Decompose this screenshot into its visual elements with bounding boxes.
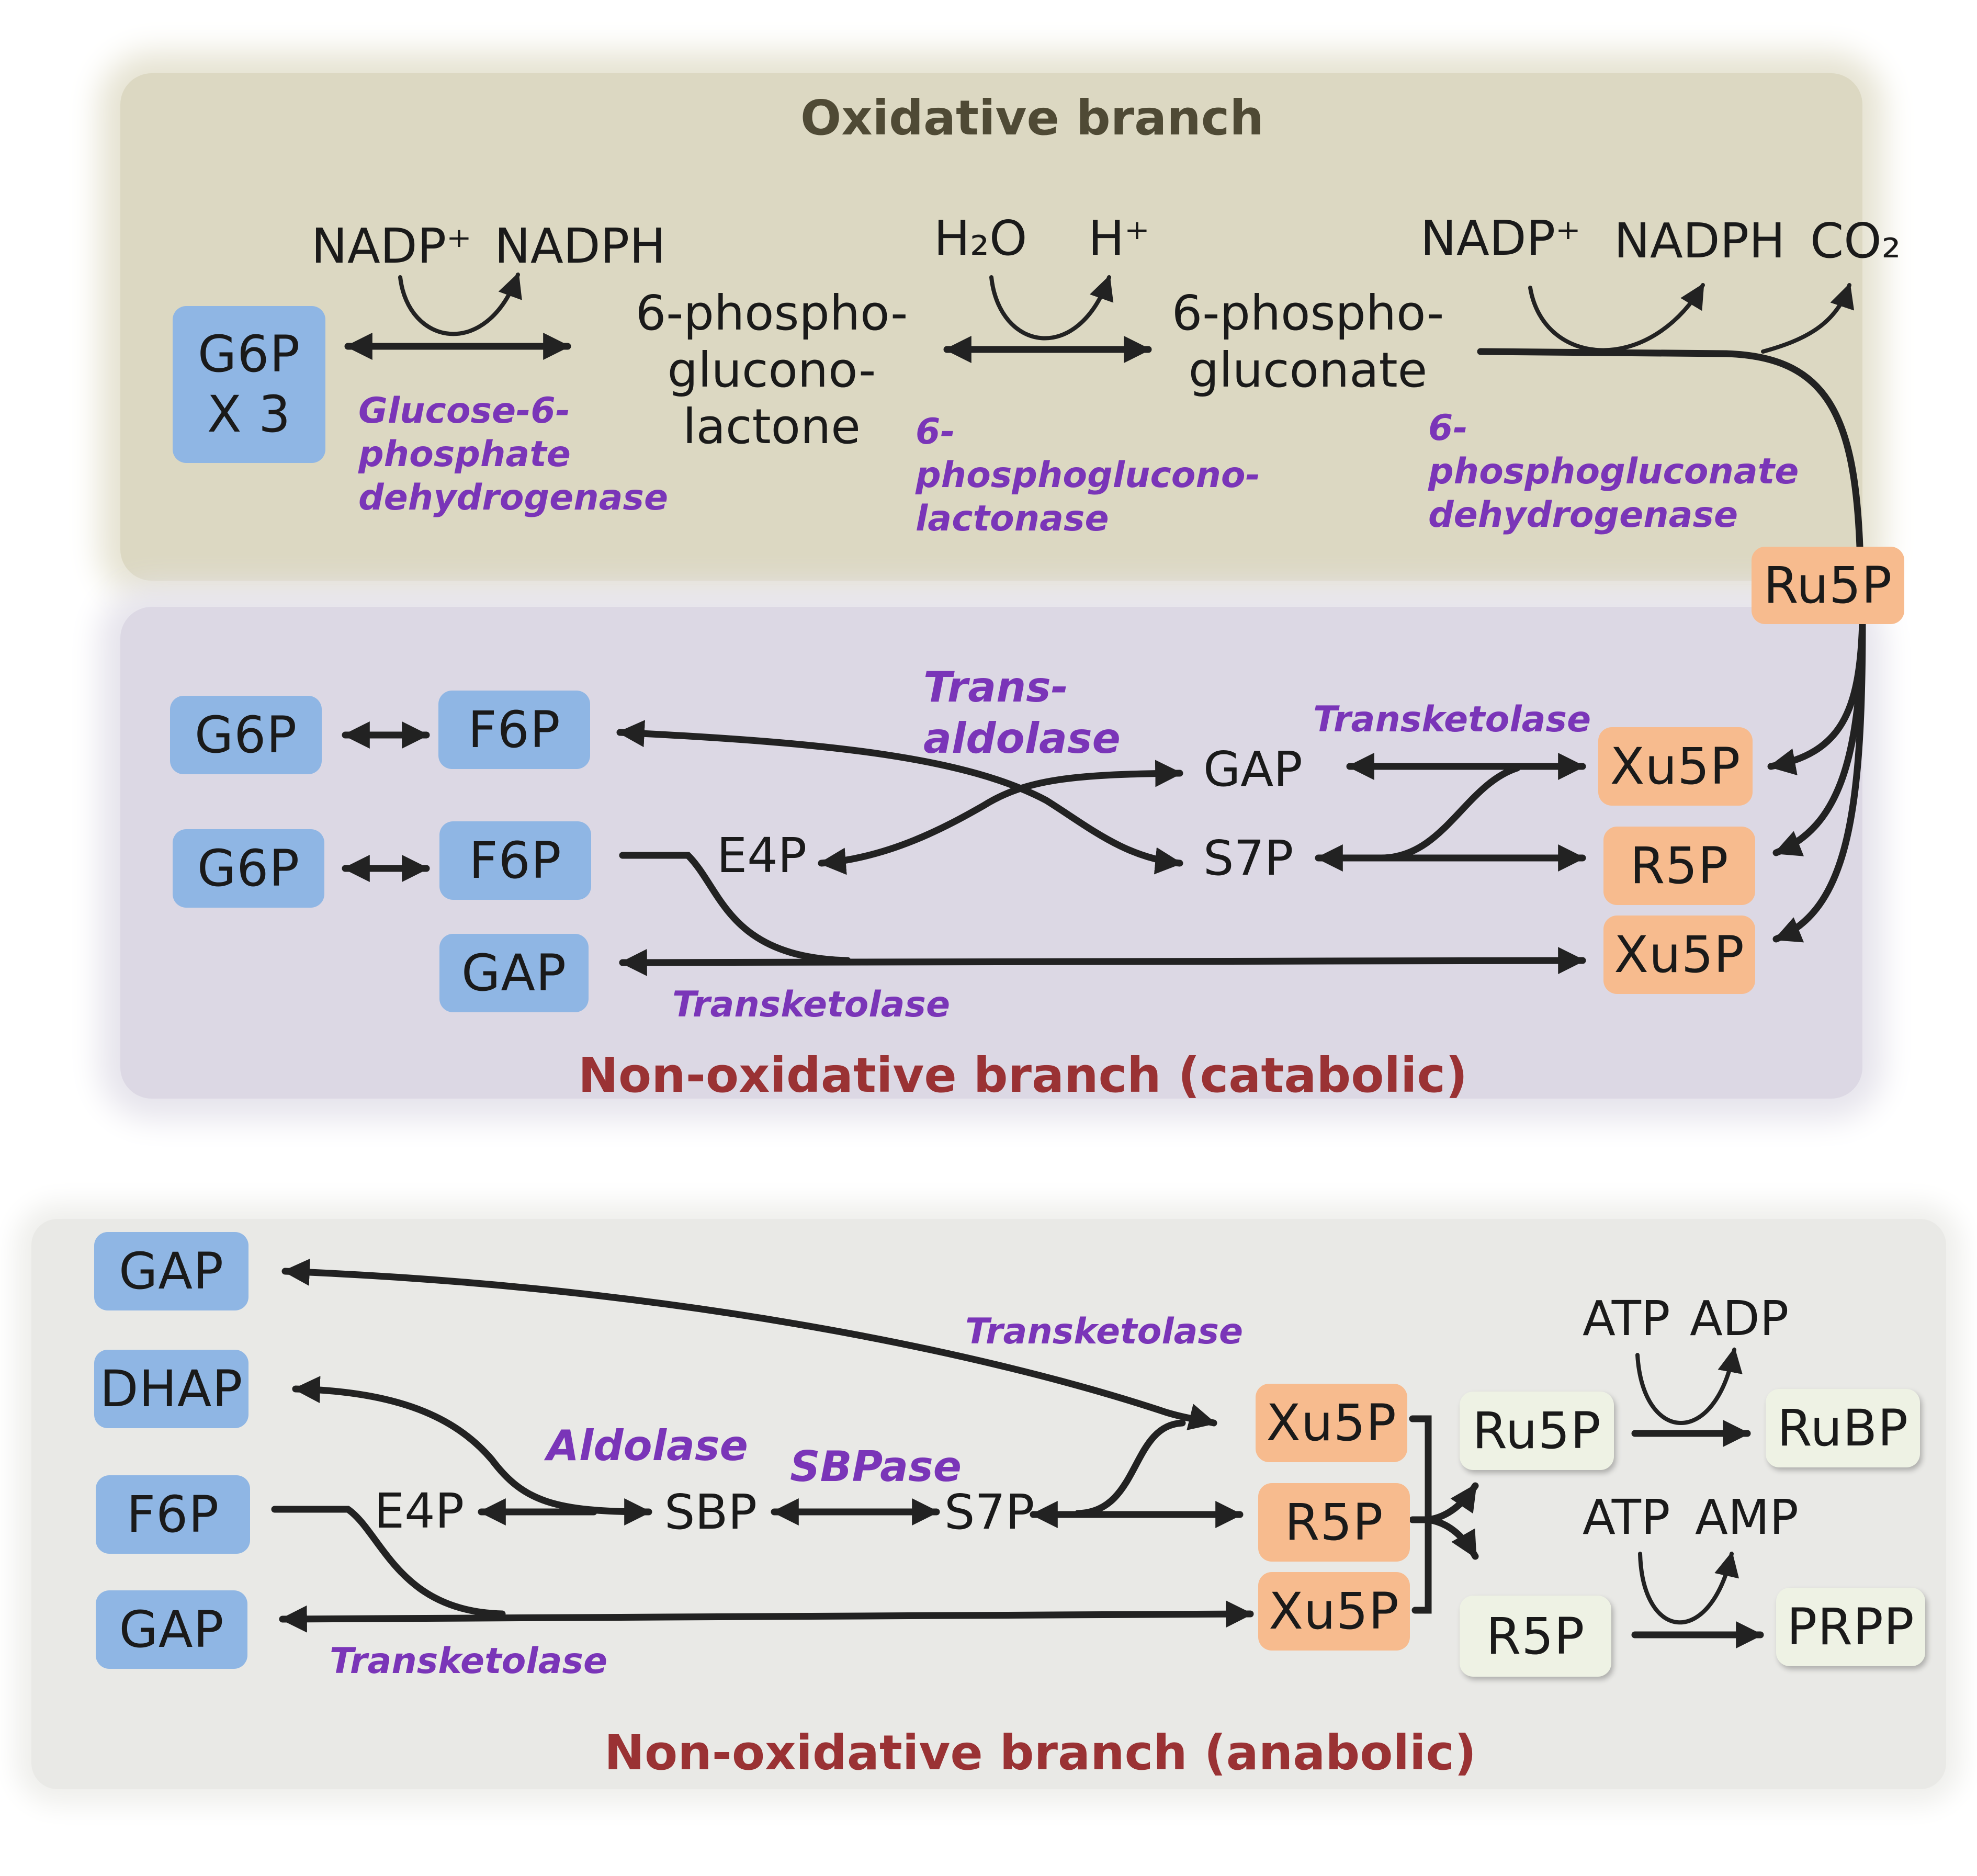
enzyme-sbpase: SBPase	[790, 1442, 962, 1491]
enzyme-aldolase: Aldolase	[547, 1421, 748, 1470]
nadph-1: NADPH	[494, 218, 666, 274]
enzyme-transketolase-catabolic-bottom: Transketolase	[672, 984, 951, 1025]
r5p-box-anabolic: R5P	[1258, 1483, 1410, 1562]
enzyme-transketolase-anabolic-top: Transketolase	[965, 1311, 1244, 1352]
arrow-co2	[1761, 282, 1855, 354]
enzyme-transaldolase: Trans- aldolase	[923, 663, 1121, 763]
anabolic-title: Non-oxidative branch (anabolic)	[604, 1725, 1477, 1781]
arrow-gap-xu5p-anabolic	[279, 1600, 1254, 1633]
nadph-2: NADPH	[1614, 213, 1786, 269]
oxidative-title: Oxidative branch	[800, 90, 1264, 146]
gap-box-anabolic-b: GAP	[96, 1590, 247, 1669]
arrow-h2o	[989, 275, 1114, 341]
xu5p-box-anabolic-a: Xu5P	[1256, 1384, 1407, 1462]
e4p-anabolic: E4P	[374, 1483, 465, 1539]
r5p-box-catabolic: R5P	[1603, 827, 1755, 905]
amp: AMP	[1695, 1489, 1799, 1545]
phosphogluconolactone: 6-phospho- glucono- lactone	[635, 285, 908, 455]
f6p-box-a: F6P	[438, 691, 590, 769]
arrow-gap-xu5p-bottom	[619, 947, 1586, 976]
gap-catabolic: GAP	[1203, 741, 1303, 797]
f6p-box-anabolic: F6P	[96, 1475, 250, 1554]
r5p-box-output: R5P	[1460, 1596, 1611, 1677]
arrow-nadp2	[1528, 282, 1705, 353]
oxidative-panel	[120, 73, 1862, 581]
ru5p-box-anabolic: Ru5P	[1460, 1392, 1614, 1470]
g6p-x3-label: G6P X 3	[197, 324, 301, 444]
s7p-catabolic: S7P	[1203, 830, 1294, 886]
dhap-box: DHAP	[94, 1350, 248, 1428]
co2: CO₂	[1810, 213, 1901, 269]
atp-1: ATP	[1583, 1291, 1670, 1347]
enzyme-lactonase: 6-phosphoglucono- lactonase	[916, 411, 1260, 539]
arrow-s7p-xu5p-branch	[1074, 1419, 1186, 1517]
gap-box-catabolic: GAP	[439, 934, 589, 1012]
arrow-transketolase-gap	[281, 1258, 1217, 1430]
catabolic-title: Non-oxidative branch (catabolic)	[578, 1047, 1468, 1103]
arrow-dhap-sbp	[292, 1376, 652, 1525]
enzyme-6pgd: 6-phosphogluconate dehydrogenase	[1428, 408, 1799, 536]
xu5p-box-catabolic-b: Xu5P	[1603, 916, 1755, 994]
gap-box-anabolic-a: GAP	[94, 1232, 248, 1310]
g6p-box-b: G6P	[173, 829, 324, 908]
adp: ADP	[1690, 1291, 1789, 1347]
ru5p-box: Ru5P	[1752, 547, 1904, 624]
g6p-x3-box: G6P X 3	[173, 306, 325, 463]
arrow-bracket-up	[1425, 1482, 1479, 1523]
enzyme-transketolase-catabolic-top: Transketolase	[1313, 699, 1591, 740]
xu5p-box-catabolic-a: Xu5P	[1598, 727, 1753, 806]
arrow-transketolase-branch	[1377, 764, 1521, 862]
nadp-plus-1: NADP⁺	[311, 218, 472, 274]
xu5p-box-anabolic-b: Xu5P	[1258, 1572, 1410, 1651]
f6p-box-b: F6P	[439, 821, 591, 900]
rubp-box: RuBP	[1766, 1389, 1920, 1467]
s7p-anabolic: S7P	[944, 1484, 1035, 1540]
h-plus: H⁺	[1088, 210, 1150, 266]
arrow-bracket-down	[1425, 1516, 1479, 1560]
nadp-plus-2: NADP⁺	[1420, 210, 1581, 266]
g6p-box-a: G6P	[170, 696, 322, 774]
phosphogluconate: 6-phospho- gluconate	[1171, 285, 1444, 398]
prpp-box: PRPP	[1776, 1588, 1925, 1666]
arrow-gluconate-ru5p	[1477, 348, 1863, 550]
h2o: H₂O	[934, 210, 1027, 266]
enzyme-g6pd: Glucose-6- phosphate dehydrogenase	[358, 390, 669, 518]
atp-2: ATP	[1583, 1489, 1670, 1545]
sbp: SBP	[664, 1484, 757, 1540]
pentose-bracket	[1409, 1415, 1432, 1614]
arrow-transaldolase-e4p-gap	[818, 760, 1183, 875]
arrow-ru5p-xu5p2	[1772, 619, 1866, 943]
arrow-atp-amp	[1638, 1551, 1739, 1625]
e4p-catabolic: E4P	[717, 828, 807, 884]
arrow-nadp1	[398, 272, 522, 336]
arrow-atp-adp	[1635, 1347, 1743, 1425]
enzyme-transketolase-anabolic-bottom: Transketolase	[330, 1641, 608, 1682]
